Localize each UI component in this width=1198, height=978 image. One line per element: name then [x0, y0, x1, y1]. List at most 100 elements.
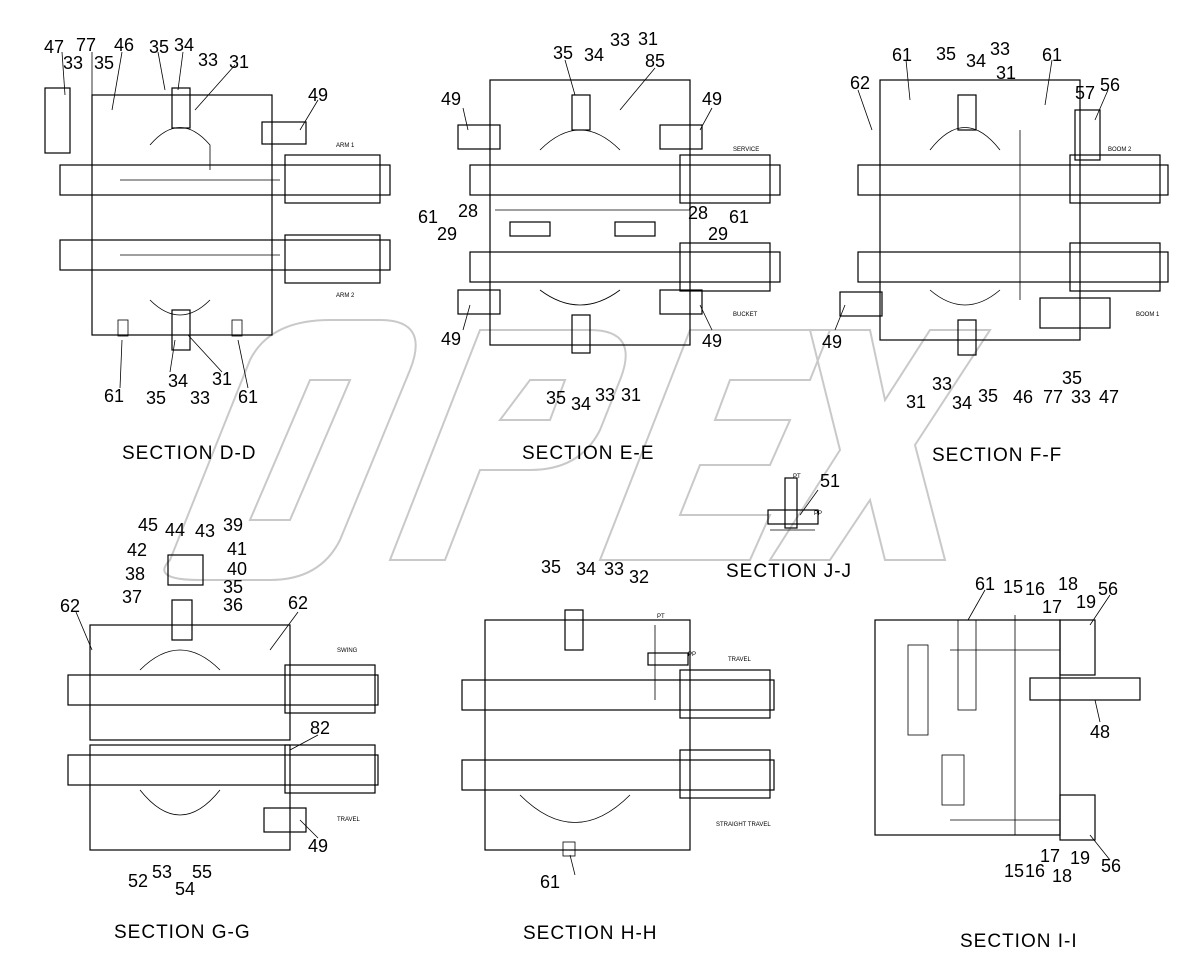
- part-number: 28: [458, 201, 479, 221]
- part-number: 56: [1101, 856, 1122, 876]
- part-number: 39: [223, 515, 244, 535]
- part-number: 49: [702, 331, 723, 351]
- part-number: 18: [1052, 866, 1073, 886]
- part-number: 35: [223, 577, 244, 597]
- part-number: 35: [978, 386, 999, 406]
- section-ii-title: SECTION I-I: [960, 931, 1078, 952]
- part-number: 61: [1042, 45, 1063, 65]
- part-number: 36: [223, 595, 244, 615]
- part-number: 57: [1075, 83, 1096, 103]
- tag-pp-jj: PP: [814, 511, 823, 517]
- section-ff-drawing: [839, 79, 1169, 356]
- part-number: 77: [1043, 387, 1064, 407]
- part-number: 85: [645, 51, 666, 71]
- tag-pp-hh: PP: [688, 652, 697, 658]
- section-jj-drawing: [767, 477, 819, 531]
- part-number: 31: [638, 29, 659, 49]
- part-number: 15: [1004, 861, 1025, 881]
- part-number: 33: [63, 53, 84, 73]
- part-number: 49: [441, 89, 462, 109]
- part-number: 33: [610, 30, 631, 50]
- part-number: 34: [571, 394, 592, 414]
- section-gg-drawing: [67, 554, 379, 851]
- part-number: 17: [1042, 597, 1063, 617]
- part-number: 61: [104, 386, 125, 406]
- part-number: 62: [288, 593, 309, 613]
- part-number: 35: [541, 557, 562, 577]
- part-number: 55: [192, 862, 213, 882]
- part-number: 31: [621, 385, 642, 405]
- part-number: 31: [906, 392, 927, 412]
- part-number: 45: [138, 515, 159, 535]
- section-hh-drawing: [461, 609, 775, 857]
- part-number: 56: [1098, 579, 1119, 599]
- section-jj-title: SECTION J-J: [726, 561, 853, 582]
- tag-swing: SWING: [337, 648, 358, 654]
- part-number: 56: [1100, 75, 1121, 95]
- part-number: 49: [308, 85, 329, 105]
- section-dd-title: SECTION D-D: [122, 443, 257, 464]
- part-number: 77: [76, 35, 97, 55]
- part-number: 29: [437, 224, 458, 244]
- section-ee-drawing: [457, 79, 781, 354]
- part-number: 62: [60, 596, 81, 616]
- part-number: 54: [175, 879, 196, 899]
- tag-pt-jj: PT: [793, 474, 801, 480]
- part-number: 19: [1076, 592, 1097, 612]
- part-number: 62: [850, 73, 871, 93]
- part-number: 31: [996, 63, 1017, 83]
- part-number: 48: [1090, 722, 1111, 742]
- tag-travel-gg: TRAVEL: [337, 817, 360, 823]
- part-number: 35: [546, 388, 567, 408]
- part-number: 47: [1099, 387, 1120, 407]
- part-number: 31: [212, 369, 233, 389]
- part-number: 34: [952, 393, 973, 413]
- part-number: 35: [146, 388, 167, 408]
- part-number: 61: [540, 872, 561, 892]
- part-number: 34: [576, 559, 597, 579]
- part-number: 47: [44, 37, 65, 57]
- section-ee-title: SECTION E-E: [522, 443, 655, 464]
- part-number: 33: [604, 559, 625, 579]
- part-number: 49: [822, 332, 843, 352]
- part-number: 61: [729, 207, 750, 227]
- part-number: 16: [1025, 861, 1046, 881]
- part-number: 34: [584, 45, 605, 65]
- part-number: 35: [553, 43, 574, 63]
- part-number: 61: [238, 387, 259, 407]
- part-number: 51: [820, 471, 841, 491]
- part-number: 61: [975, 574, 996, 594]
- part-number: 33: [198, 50, 219, 70]
- tag-travel-hh: TRAVEL: [728, 657, 751, 663]
- part-number: 34: [966, 51, 987, 71]
- part-number: 33: [990, 39, 1011, 59]
- part-number: 52: [128, 871, 149, 891]
- part-number: 37: [122, 587, 143, 607]
- part-number: 17: [1040, 846, 1061, 866]
- part-number: 33: [190, 388, 211, 408]
- part-number: 46: [114, 35, 135, 55]
- part-number: 46: [1013, 387, 1034, 407]
- section-hh-title: SECTION H-H: [523, 923, 658, 944]
- tag-straight-travel: STRAIGHT TRAVEL: [716, 822, 771, 828]
- part-number: 38: [125, 564, 146, 584]
- part-number: 31: [229, 52, 250, 72]
- tag-arm1: ARM 1: [336, 143, 355, 149]
- part-number: 33: [1071, 387, 1092, 407]
- part-number: 28: [688, 203, 709, 223]
- part-number: 42: [127, 540, 148, 560]
- part-number: 15: [1003, 577, 1024, 597]
- part-number: 33: [595, 385, 616, 405]
- tag-arm2: ARM 2: [336, 293, 355, 299]
- part-number: 35: [1062, 368, 1083, 388]
- section-ii-drawing: [874, 615, 1141, 841]
- part-number: 34: [174, 35, 195, 55]
- part-number: 16: [1025, 579, 1046, 599]
- part-number: 18: [1058, 574, 1079, 594]
- part-number: 49: [702, 89, 723, 109]
- part-number: 35: [936, 44, 957, 64]
- part-number: 29: [708, 224, 729, 244]
